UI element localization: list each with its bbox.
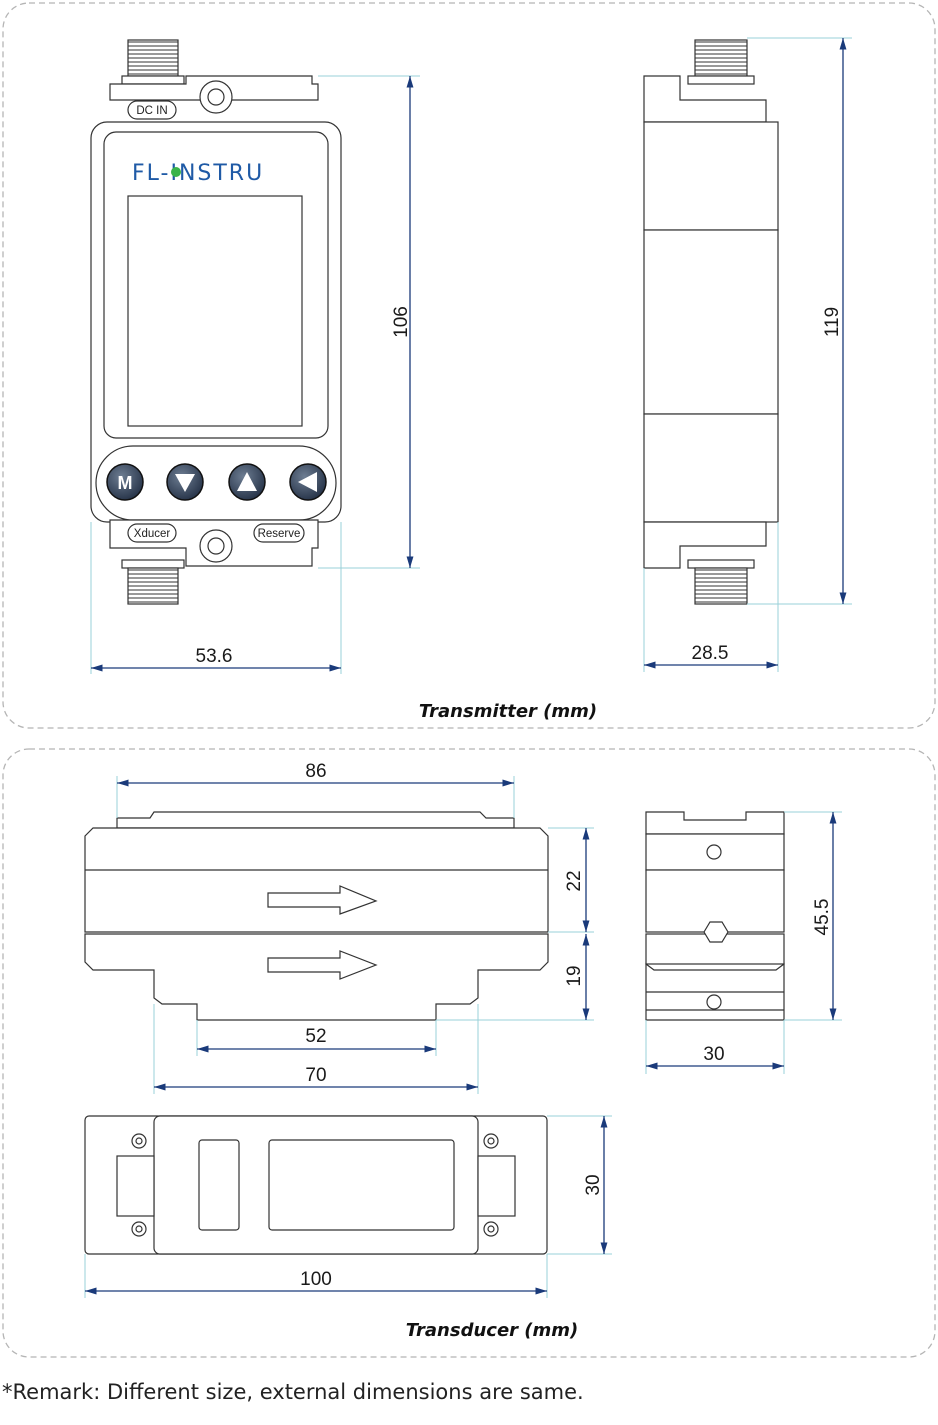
remark-note: *Remark: Different size, external dimens…	[2, 1380, 584, 1404]
button-left[interactable]	[289, 463, 327, 501]
dim-width-front: 53.6	[196, 646, 233, 667]
dim-height-side: 119	[822, 307, 843, 337]
dim-bottom-height: 30	[583, 1174, 604, 1195]
dc-in-label: DC IN	[136, 105, 167, 117]
up-arrow-icon	[237, 472, 257, 491]
dim-height-front: 106	[391, 306, 412, 338]
logo-leaf-icon	[171, 167, 181, 177]
flow-arrow-icon	[267, 885, 378, 915]
dim-width-side: 28.5	[692, 643, 729, 664]
dim-top-width: 86	[305, 761, 326, 782]
brand-logo: FL-INSTRU	[132, 161, 264, 186]
transducer-caption: Transducer (mm)	[406, 1320, 579, 1341]
transducer-front-view	[84, 811, 549, 1021]
button-m[interactable]: M	[106, 463, 144, 501]
transmitter-caption: Transmitter (mm)	[419, 701, 597, 722]
transmitter-frame	[2, 2, 936, 729]
transducer-dimensions	[84, 776, 842, 1298]
transducer-side-view	[645, 811, 785, 1021]
transmitter-side-view	[643, 39, 779, 605]
dim-upper-height: 22	[564, 870, 585, 891]
transducer-bottom-view	[84, 1115, 548, 1255]
dim-lower-height: 19	[564, 965, 585, 986]
button-down[interactable]	[166, 463, 204, 501]
dim-base-width: 70	[305, 1065, 326, 1086]
transmitter-dimensions	[90, 37, 852, 674]
xducer-badge	[127, 523, 177, 543]
dim-side-width: 30	[703, 1044, 724, 1065]
button-up[interactable]	[228, 463, 266, 501]
bottom-connector	[127, 567, 179, 605]
dim-bottom-width: 100	[300, 1269, 332, 1290]
flow-arrow-icon	[267, 950, 378, 980]
down-arrow-icon	[175, 474, 195, 492]
svg-text:M: M	[118, 473, 133, 493]
reserve-label: Reserve	[258, 528, 301, 540]
transducer-frame	[2, 748, 936, 1358]
dim-side-height: 45.5	[812, 899, 833, 936]
reserve-badge	[253, 523, 305, 543]
xducer-label: Xducer	[134, 528, 171, 540]
top-connector	[127, 39, 179, 77]
transmitter-front-view	[90, 39, 342, 605]
dc-in-badge	[127, 100, 177, 120]
dim-mid-width: 52	[305, 1026, 326, 1047]
display-window	[127, 195, 303, 427]
left-arrow-icon	[298, 472, 317, 492]
